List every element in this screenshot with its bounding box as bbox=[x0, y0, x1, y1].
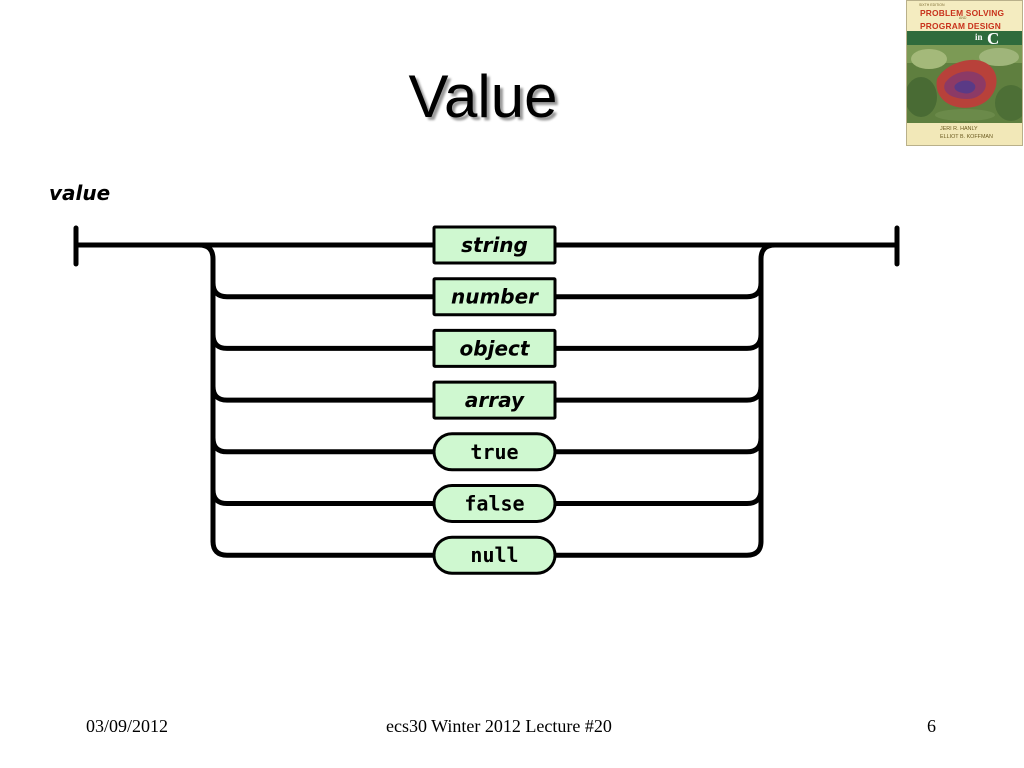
nonterminal-box bbox=[432, 380, 557, 420]
branch-track-right bbox=[552, 487, 764, 506]
footer-date: 03/09/2012 bbox=[86, 716, 169, 736]
branch-track-left bbox=[210, 280, 437, 300]
literal-box bbox=[432, 432, 557, 472]
literal-box bbox=[432, 484, 557, 523]
slide-title: Value bbox=[408, 63, 558, 130]
branch-track-left bbox=[210, 383, 437, 403]
literal-label: true bbox=[470, 440, 518, 464]
book-edition-text: SIXTH EDITION bbox=[919, 3, 945, 7]
rule-name-label: value bbox=[49, 181, 110, 205]
footer-course: ecs30 Winter 2012 Lecture #20 bbox=[386, 716, 612, 736]
railroad-terms: string number object array true false null bbox=[432, 225, 557, 575]
nonterminal-box bbox=[432, 225, 557, 265]
nonterminal-label: array bbox=[465, 388, 525, 412]
nonterminal-label: object bbox=[460, 336, 531, 360]
book-title-and: AND bbox=[959, 16, 967, 20]
footer-page-number: 6 bbox=[927, 716, 936, 736]
branch-track-right bbox=[552, 538, 764, 558]
nonterminal-box bbox=[432, 277, 557, 317]
book-cover-image: SIXTH EDITION PROBLEM SOLVING AND PROGRA… bbox=[906, 0, 1023, 146]
nonterminal-label: string bbox=[461, 233, 528, 257]
branch-track-left bbox=[210, 331, 437, 351]
book-title-line1: PROBLEM SOLVING bbox=[920, 8, 1005, 18]
branch-track-left bbox=[210, 538, 437, 558]
branch-track-left bbox=[210, 435, 437, 455]
nonterminal-label: number bbox=[451, 285, 539, 309]
railroad-tracks bbox=[73, 225, 900, 558]
branch-track-left bbox=[210, 487, 437, 506]
right-rail bbox=[758, 242, 778, 544]
book-author-1: JERI R. HANLY bbox=[940, 126, 978, 132]
branch-track-right bbox=[552, 435, 764, 455]
branch-track-right bbox=[552, 331, 764, 351]
book-title-line2: PROGRAM DESIGN bbox=[920, 21, 1001, 31]
literal-box bbox=[432, 535, 557, 575]
branch-track-right bbox=[552, 383, 764, 403]
book-title-in: in bbox=[975, 32, 983, 42]
literal-label: false bbox=[464, 492, 524, 516]
left-rail bbox=[196, 242, 216, 544]
book-title-c: C bbox=[987, 29, 1000, 48]
book-cover-footer bbox=[907, 123, 1022, 145]
book-author-2: ELLIOT B. KOFFMAN bbox=[940, 134, 993, 140]
book-cover-band bbox=[907, 31, 1022, 45]
book-cover-header bbox=[907, 1, 1022, 31]
nonterminal-box bbox=[432, 328, 557, 368]
book-cover-art bbox=[907, 45, 1022, 123]
literal-label: null bbox=[470, 543, 518, 567]
branch-track-right bbox=[552, 280, 764, 300]
